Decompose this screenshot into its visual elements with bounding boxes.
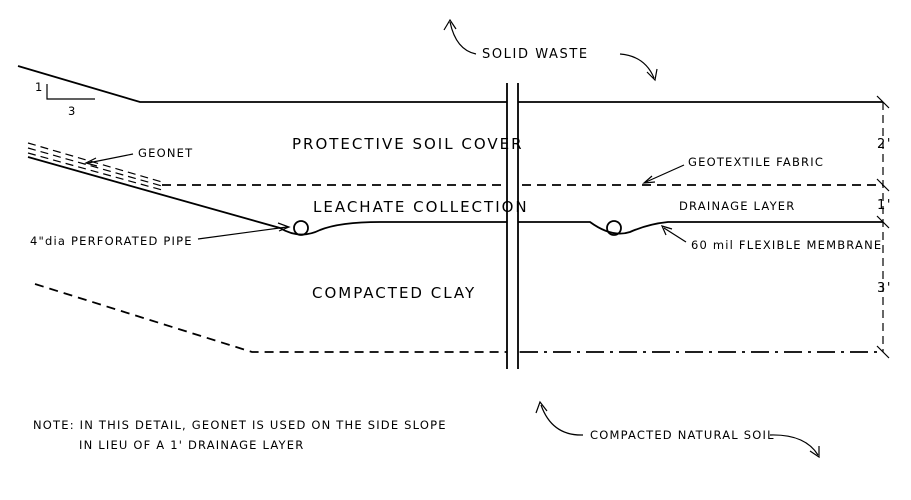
geonet-layer-line [27, 152, 163, 191]
perforated-pipe-label: 4"dia PERFORATED PIPE [30, 234, 193, 248]
flexible-membrane-label: 60 mil FLEXIBLE MEMBRANE [691, 238, 882, 252]
solid-waste-arrow-right [619, 53, 655, 79]
slope-rise-label: 1 [35, 80, 44, 94]
section-break-gap [507, 83, 518, 369]
compacted-natural-soil-label: COMPACTED NATURAL SOIL [590, 428, 775, 442]
dimension-label-drainage: 1' [877, 198, 892, 213]
arrow-head [809, 446, 820, 459]
geonet-label: GEONET [138, 146, 193, 160]
note-line-2: IN LIEU OF A 1' DRAINAGE LAYER [79, 438, 304, 452]
compacted-clay-label: COMPACTED CLAY [312, 284, 476, 302]
dimension-tick [876, 95, 890, 109]
geonet-leader [87, 153, 134, 164]
compacted-clay-bottom-boundary [34, 283, 520, 353]
geotextile-fabric-leader [645, 164, 685, 183]
slope-indicator [46, 84, 95, 100]
solid-waste-arrow-left [449, 21, 477, 55]
protective-cover-top-surface [17, 65, 883, 103]
protective-soil-cover-label: PROTECTIVE SOIL COVER [292, 135, 524, 153]
perforated-pipe-leader [197, 226, 288, 240]
arrow-head [277, 222, 291, 232]
note-line-1: NOTE: IN THIS DETAIL, GEONET IS USED ON … [33, 418, 447, 432]
dimension-tick [876, 178, 890, 192]
perforated-pipe-right [606, 220, 622, 236]
arrow-head [660, 225, 673, 236]
geonet-layer-line [27, 147, 163, 187]
arrow-head [443, 18, 457, 31]
dimension-label-clay: 3' [877, 281, 892, 296]
dimension-label-cover: 2' [877, 137, 892, 152]
natural-soil-arrow-left [540, 404, 584, 436]
dimension-tick [876, 215, 890, 229]
natural-soil-arrow-right [769, 434, 819, 456]
flexible-membrane-line [27, 156, 883, 236]
leachate-collection-label: LEACHATE COLLECTION [313, 198, 529, 216]
dimension-tick [876, 345, 890, 359]
arrow-head [642, 175, 656, 184]
solid-waste-label: SOLID WASTE [482, 47, 589, 62]
perforated-pipe-left [293, 220, 309, 236]
geonet-layer-line [27, 142, 163, 183]
arrow-head [84, 157, 98, 167]
arrow-head [535, 400, 548, 414]
slope-run-label: 3 [68, 104, 77, 118]
drainage-layer-label: DRAINAGE LAYER [679, 199, 795, 213]
arrow-head [646, 68, 658, 82]
geotextile-fabric-label: GEOTEXTILE FABRIC [688, 155, 824, 169]
flexible-membrane-leader [663, 227, 687, 243]
